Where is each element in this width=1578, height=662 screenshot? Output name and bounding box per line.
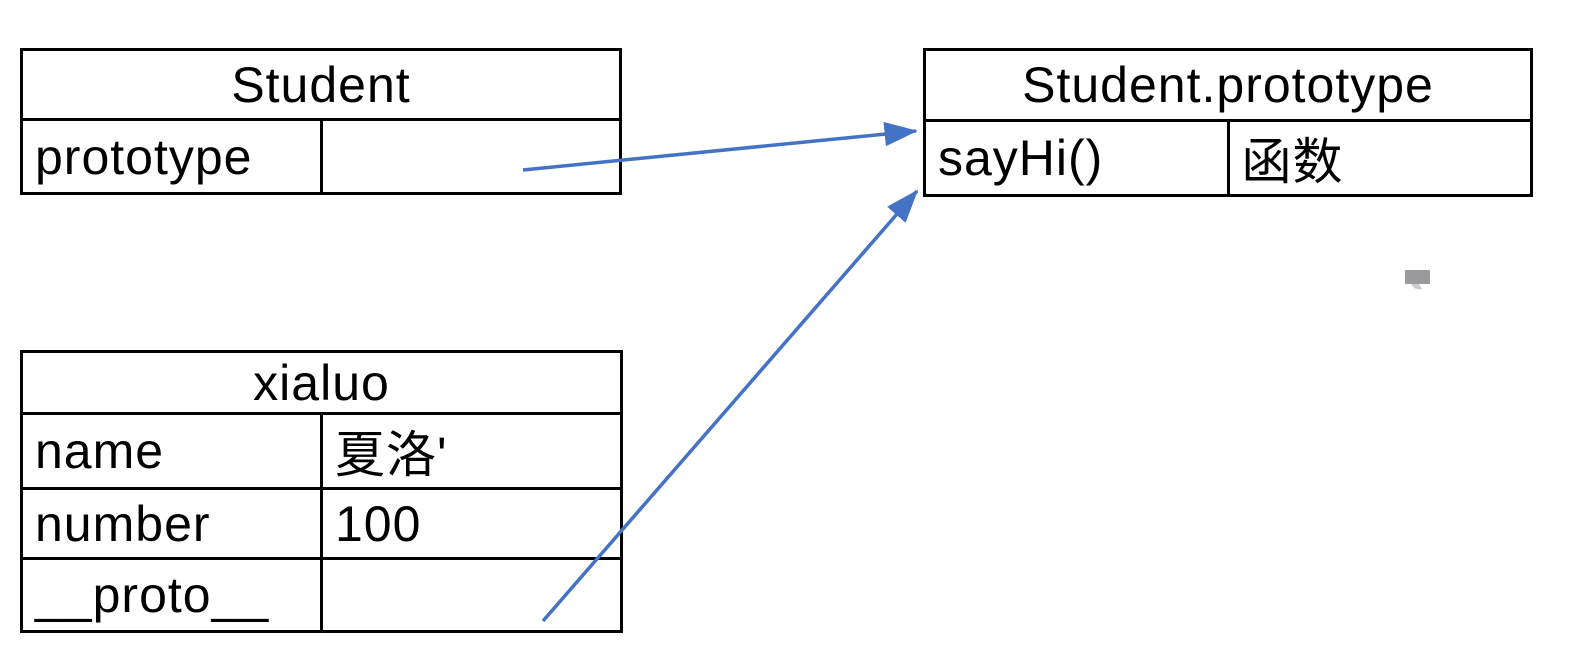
number-key-cell: number xyxy=(20,487,323,560)
sayhi-key-cell: sayHi() xyxy=(923,119,1230,197)
student-prototype-table-title: Student.prototype xyxy=(923,48,1533,122)
table-row: sayHi() 函数 xyxy=(923,119,1533,197)
table-row: number 100 xyxy=(20,487,623,560)
student-prototype-table: Student.prototype sayHi() 函数 xyxy=(923,48,1533,197)
xialuo-table: xialuo name 夏洛' number 100 __proto__ xyxy=(20,350,623,633)
table-row: prototype xyxy=(20,118,622,195)
gray-marker-icon xyxy=(1405,270,1430,290)
sayhi-value-cell: 函数 xyxy=(1226,119,1533,197)
student-table: Student prototype xyxy=(20,48,622,195)
name-value-cell: 夏洛' xyxy=(320,412,623,490)
xialuo-table-title: xialuo xyxy=(20,350,623,415)
table-row: __proto__ xyxy=(20,557,623,633)
proto-key-cell: __proto__ xyxy=(20,557,323,633)
student-prototype-key-cell: prototype xyxy=(20,118,323,195)
table-row: name 夏洛' xyxy=(20,412,623,490)
number-value-cell: 100 xyxy=(320,487,623,560)
proto-value-cell xyxy=(320,557,623,633)
name-key-cell: name xyxy=(20,412,323,490)
student-table-title: Student xyxy=(20,48,622,121)
student-prototype-value-cell xyxy=(319,118,622,195)
